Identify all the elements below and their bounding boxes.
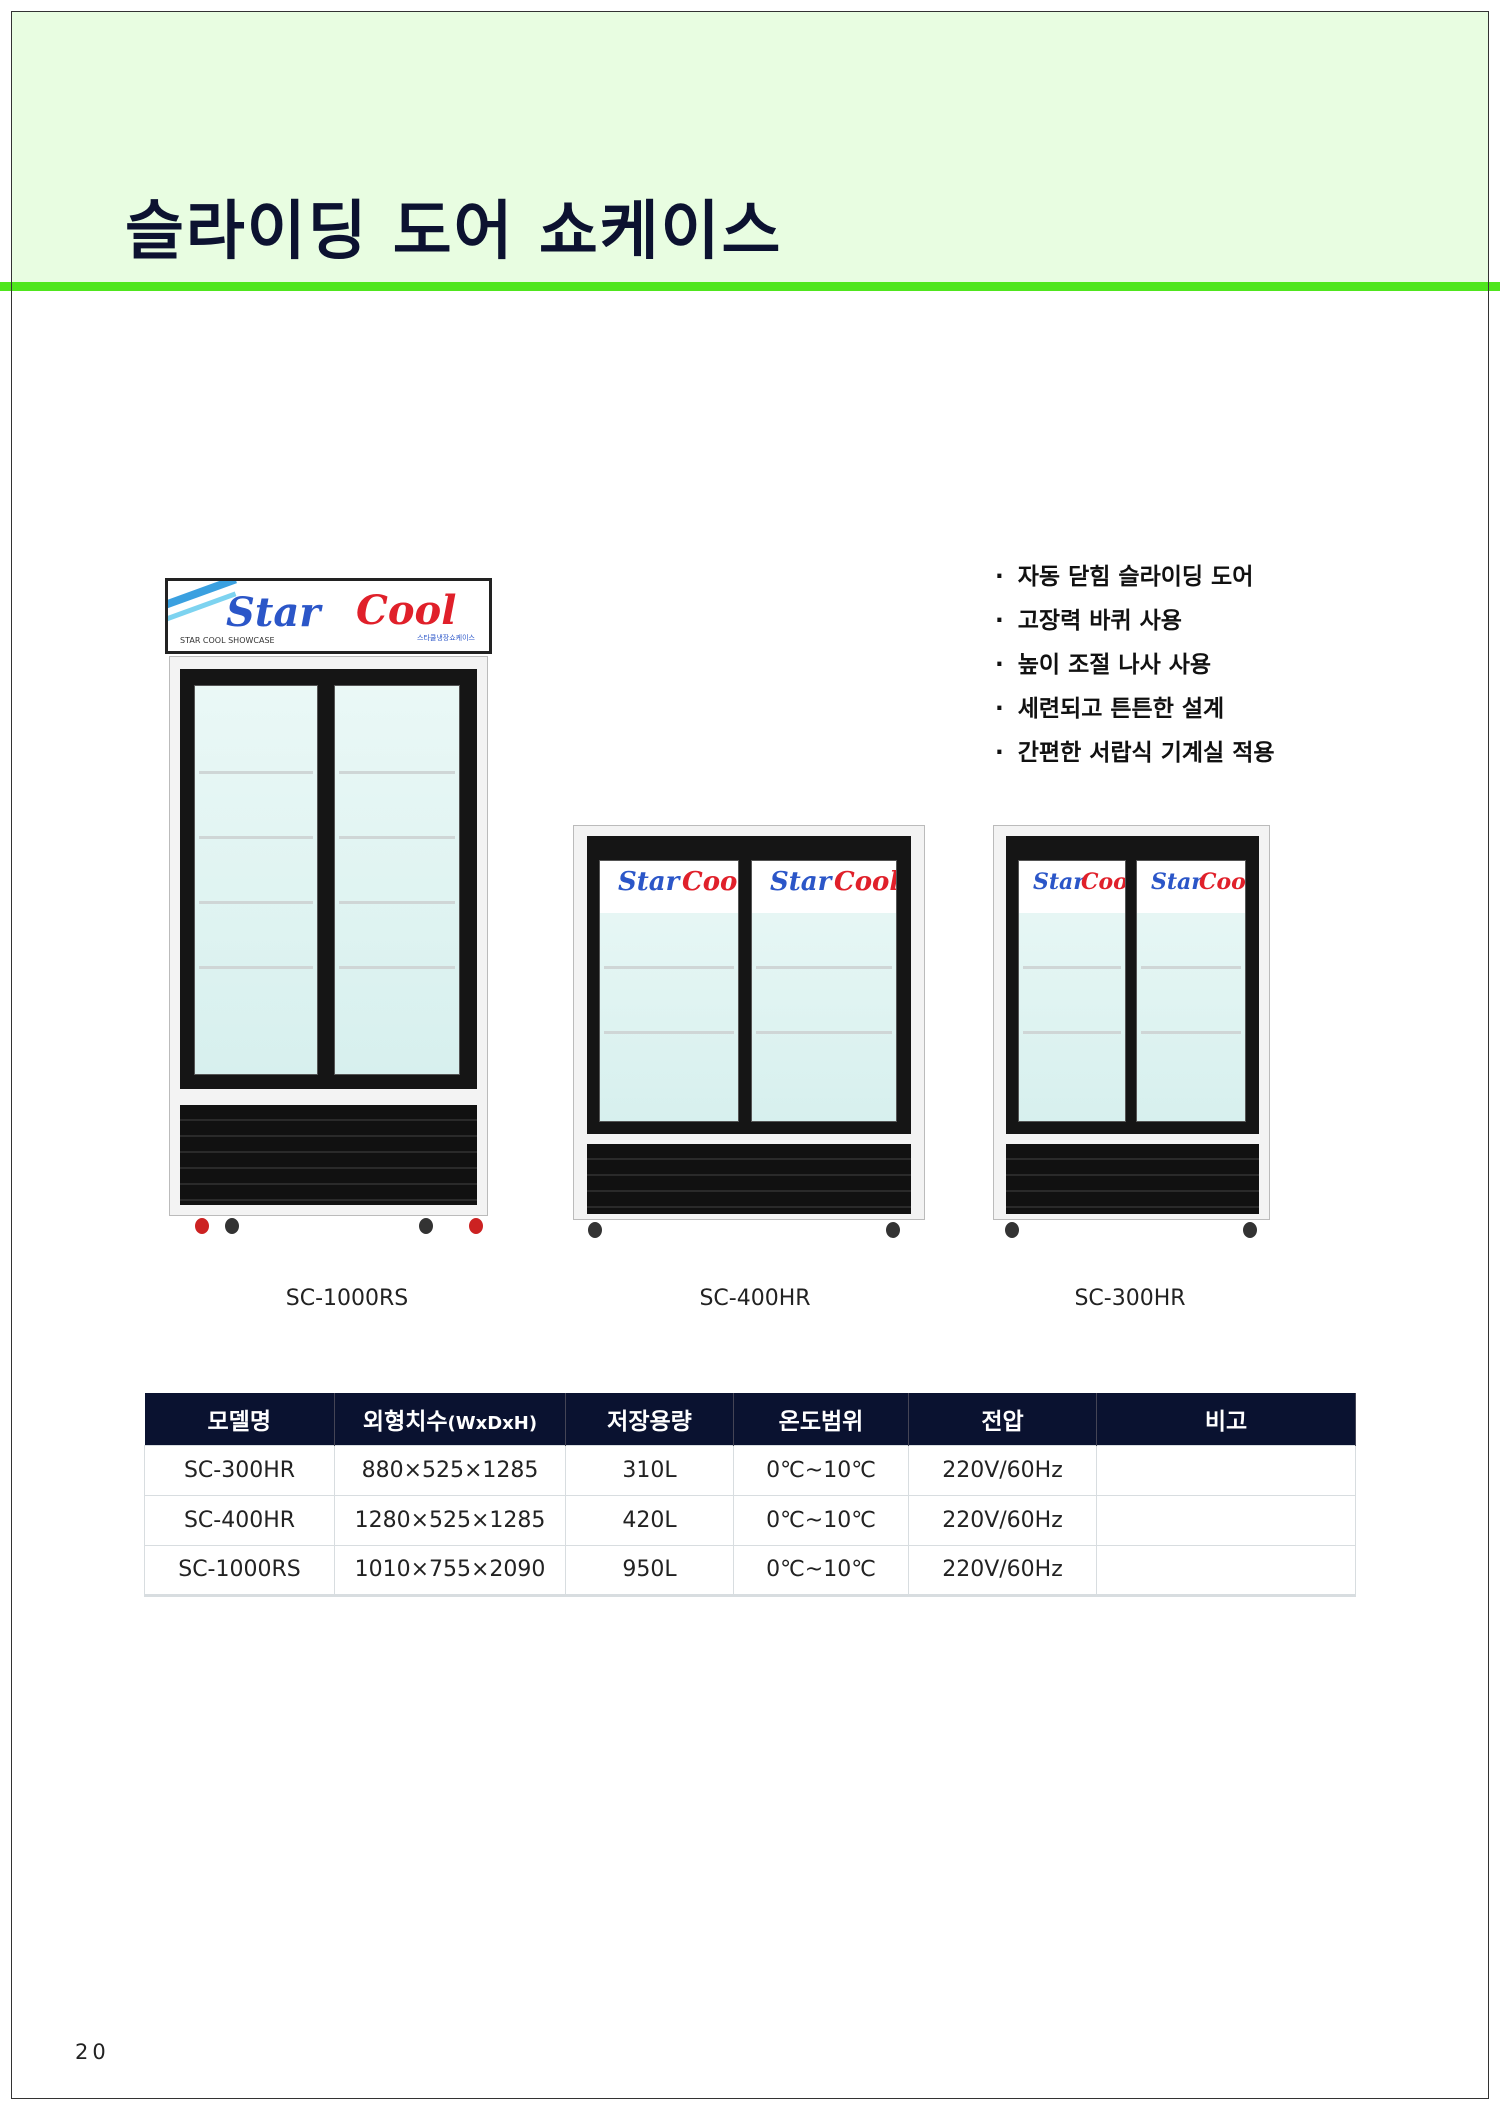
feature-item: ·세련되고 튼튼한 설계 bbox=[995, 696, 1225, 722]
product-image-sc-400hr: Star Cool Star Cool bbox=[573, 825, 925, 1240]
cabinet bbox=[169, 656, 488, 1216]
product-label: SC-1000RS bbox=[285, 1286, 409, 1311]
caster-icon bbox=[886, 1222, 900, 1238]
col-header: 비고 bbox=[1096, 1393, 1356, 1445]
brand-sign: Star Cool bbox=[752, 861, 896, 913]
caster-icon bbox=[195, 1218, 209, 1234]
brand-cool-text: Cool bbox=[834, 867, 896, 897]
page-number: 20 bbox=[75, 2040, 110, 2064]
cell: 220V/60Hz bbox=[908, 1494, 1097, 1546]
cell bbox=[1096, 1444, 1356, 1496]
brand-sign: Star Cool bbox=[1137, 861, 1245, 913]
spec-table: 모델명 외형치수(WxDxH) 저장용량 온도범위 전압 비고 SC-300HR… bbox=[144, 1393, 1356, 1597]
feature-text: 세련되고 튼튼한 설계 bbox=[1017, 696, 1225, 722]
cell: 0℃~10℃ bbox=[733, 1544, 909, 1597]
header-band bbox=[12, 12, 1488, 282]
cell: SC-1000RS bbox=[144, 1544, 335, 1597]
feature-item: ·자동 닫힘 슬라이딩 도어 bbox=[995, 564, 1254, 590]
col-header: 온도범위 bbox=[733, 1393, 909, 1445]
cabinet: Star Cool Star Cool bbox=[573, 825, 925, 1220]
feature-item: ·고장력 바퀴 사용 bbox=[995, 608, 1182, 634]
col-header-text: 외형치수 bbox=[362, 1408, 448, 1435]
glass-door bbox=[334, 685, 460, 1075]
cell: SC-300HR bbox=[144, 1444, 335, 1496]
caster-icon bbox=[225, 1218, 239, 1234]
machine-drawer bbox=[180, 1105, 477, 1205]
feature-text: 높이 조절 나사 사용 bbox=[1017, 652, 1212, 678]
cell: 0℃~10℃ bbox=[733, 1494, 909, 1546]
cell: 310L bbox=[565, 1444, 734, 1496]
cell: 220V/60Hz bbox=[908, 1444, 1097, 1496]
brand-star-text: Star bbox=[1033, 869, 1085, 895]
cell bbox=[1096, 1494, 1356, 1546]
product-label: SC-300HR bbox=[1074, 1286, 1186, 1311]
feature-item: ·높이 조절 나사 사용 bbox=[995, 652, 1212, 678]
door-frame: Star Cool Star Cool bbox=[1006, 836, 1259, 1134]
machine-drawer bbox=[1006, 1144, 1259, 1214]
accent-line bbox=[0, 282, 1500, 291]
brand-star-text: Star bbox=[618, 867, 680, 897]
brand-cool-text: Cool bbox=[1199, 869, 1245, 895]
product-image-sc-1000rs: Star Cool STAR COOL SHOWCASE 스타쿨냉장쇼케이스 bbox=[165, 578, 492, 1246]
page-border bbox=[11, 11, 1489, 2099]
brand-cool-text: Cool bbox=[682, 867, 738, 897]
sign-subtitle: STAR COOL SHOWCASE bbox=[180, 636, 275, 645]
caster-icon bbox=[588, 1222, 602, 1238]
cell: SC-400HR bbox=[144, 1494, 335, 1546]
cell: 420L bbox=[565, 1494, 734, 1546]
col-header: 전압 bbox=[908, 1393, 1097, 1445]
brand-star-text: Star bbox=[226, 589, 321, 636]
glass-door bbox=[194, 685, 318, 1075]
machine-drawer bbox=[587, 1144, 911, 1214]
caster-icon bbox=[469, 1218, 483, 1234]
feature-text: 간편한 서랍식 기계실 적용 bbox=[1017, 740, 1275, 766]
cell: 0℃~10℃ bbox=[733, 1444, 909, 1496]
col-header: 모델명 bbox=[144, 1393, 335, 1445]
glass-door: Star Cool bbox=[1136, 860, 1246, 1122]
cell: 950L bbox=[565, 1544, 734, 1597]
cell: 880×525×1285 bbox=[334, 1444, 566, 1496]
brand-sign: Star Cool bbox=[1019, 861, 1125, 913]
caster-icon bbox=[1005, 1222, 1019, 1238]
sign-korean: 스타쿨냉장쇼케이스 bbox=[417, 634, 475, 642]
brand-sign: Star Cool STAR COOL SHOWCASE 스타쿨냉장쇼케이스 bbox=[165, 578, 492, 654]
table-header-row: 모델명 외형치수(WxDxH) 저장용량 온도범위 전압 비고 bbox=[144, 1393, 1356, 1445]
brand-sign: Star Cool bbox=[600, 861, 738, 913]
door-frame: Star Cool Star Cool bbox=[587, 836, 911, 1134]
cell: 220V/60Hz bbox=[908, 1544, 1097, 1597]
door-frame bbox=[180, 669, 477, 1089]
col-header: 저장용량 bbox=[565, 1393, 734, 1445]
glass-door: Star Cool bbox=[599, 860, 739, 1122]
brand-star-text: Star bbox=[1151, 869, 1203, 895]
feature-item: ·간편한 서랍식 기계실 적용 bbox=[995, 740, 1275, 766]
cell bbox=[1096, 1544, 1356, 1597]
feature-text: 자동 닫힘 슬라이딩 도어 bbox=[1017, 564, 1254, 590]
product-image-sc-300hr: Star Cool Star Cool bbox=[993, 825, 1270, 1240]
cell: 1280×525×1285 bbox=[334, 1494, 566, 1546]
cabinet: Star Cool Star Cool bbox=[993, 825, 1270, 1220]
product-label: SC-400HR bbox=[699, 1286, 811, 1311]
page-title: 슬라이딩 도어 쇼케이스 bbox=[125, 195, 783, 269]
caster-icon bbox=[419, 1218, 433, 1234]
feature-list: ·자동 닫힘 슬라이딩 도어 ·고장력 바퀴 사용 ·높이 조절 나사 사용 ·… bbox=[995, 560, 1275, 780]
glass-door: Star Cool bbox=[751, 860, 897, 1122]
brand-cool-text: Cool bbox=[356, 587, 457, 634]
col-header: 외형치수(WxDxH) bbox=[334, 1393, 566, 1445]
cell: 1010×755×2090 bbox=[334, 1544, 566, 1597]
brand-star-text: Star bbox=[770, 867, 832, 897]
brand-cool-text: Cool bbox=[1081, 869, 1125, 895]
col-header-unit: (WxDxH) bbox=[447, 1412, 538, 1434]
caster-icon bbox=[1243, 1222, 1257, 1238]
feature-text: 고장력 바퀴 사용 bbox=[1017, 608, 1182, 634]
glass-door: Star Cool bbox=[1018, 860, 1126, 1122]
